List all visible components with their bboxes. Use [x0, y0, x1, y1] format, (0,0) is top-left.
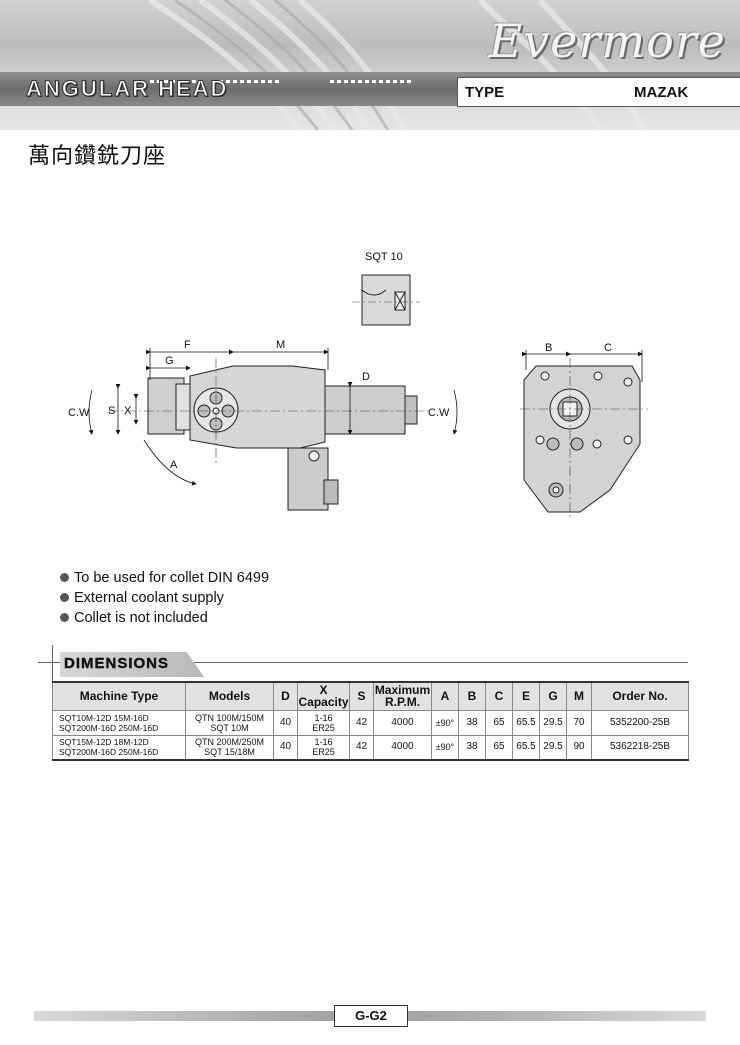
- dim-s-label: S: [108, 405, 115, 417]
- dim-g-label: G: [165, 355, 174, 367]
- page-number: G-G2: [334, 1005, 408, 1027]
- front-view: [523, 365, 641, 513]
- header-swirl-decoration: [148, 0, 648, 130]
- side-view: [147, 365, 418, 511]
- dots-decoration: [212, 70, 282, 83]
- cell-e: 65.5: [512, 734, 540, 761]
- col-order-no: Order No.: [591, 681, 689, 711]
- col-machine-type: Machine Type: [52, 681, 186, 711]
- cell-g: 29.5: [539, 734, 567, 761]
- dots-decoration: [330, 70, 414, 83]
- notes-list: To be used for collet DIN 6499 External …: [60, 568, 269, 628]
- type-label: TYPE: [465, 84, 505, 101]
- header-band: Evermore ANGULAR HEAD TYPE MAZAK: [0, 0, 740, 130]
- cw-left-label: C.W: [68, 407, 90, 419]
- bullet-icon: [60, 573, 69, 582]
- cell-b: 38: [458, 709, 486, 736]
- col-s: S: [349, 681, 374, 711]
- note-item: External coolant supply: [60, 588, 269, 608]
- dimensions-rule: [38, 662, 688, 663]
- bullet-icon: [60, 593, 69, 602]
- cell-e: 65.5: [512, 709, 540, 736]
- dim-c-label: C: [604, 342, 612, 354]
- cell-m: 70: [566, 709, 592, 736]
- cell-d: 40: [273, 709, 298, 736]
- note-item: To be used for collet DIN 6499: [60, 568, 269, 588]
- col-c: C: [485, 681, 513, 711]
- cell-c: 65: [485, 709, 513, 736]
- dim-m-label: M: [276, 339, 285, 351]
- cell-g: 29.5: [539, 709, 567, 736]
- cell-order-no: 5362218-25B: [591, 734, 689, 761]
- technical-drawing: SQT 10 F M G: [68, 251, 648, 520]
- dots-decoration: [150, 70, 206, 83]
- cell-b: 38: [458, 734, 486, 761]
- cell-rpm: 4000: [373, 734, 432, 761]
- cell-rpm: 4000: [373, 709, 432, 736]
- dimensions-rule: [52, 645, 53, 681]
- product-title: 萬向鑽銑刀座: [28, 144, 167, 169]
- cell-s: 42: [349, 734, 374, 761]
- dimensions-title: DIMENSIONS: [60, 652, 204, 677]
- dim-d-label: D: [362, 371, 370, 383]
- dim-f-label: F: [184, 339, 191, 351]
- top-view-shape: [361, 274, 411, 326]
- type-value: MAZAK: [634, 84, 689, 101]
- dim-a-label: A: [170, 459, 178, 471]
- brand-logo: Evermore: [488, 14, 726, 68]
- dim-b-label: B: [545, 342, 552, 354]
- top-view-label: SQT 10: [365, 251, 403, 263]
- note-item: Collet is not included: [60, 608, 269, 628]
- cw-right-label: C.W: [428, 407, 450, 419]
- cell-a: ±90°: [431, 709, 459, 736]
- col-m: M: [566, 681, 592, 711]
- col-b: B: [458, 681, 486, 711]
- cell-a: ±90°: [431, 734, 459, 761]
- cell-c: 65: [485, 734, 513, 761]
- dim-x-label: X: [124, 405, 132, 417]
- section-title: ANGULAR HEAD: [25, 76, 229, 102]
- cell-s: 42: [349, 709, 374, 736]
- col-d: D: [273, 681, 298, 711]
- cell-m: 90: [566, 734, 592, 761]
- col-models: Models: [185, 681, 274, 711]
- col-a: A: [431, 681, 459, 711]
- type-box: TYPE MAZAK: [457, 77, 740, 107]
- col-e: E: [512, 681, 540, 711]
- cell-d: 40: [273, 734, 298, 761]
- cell-order-no: 5352200-25B: [591, 709, 689, 736]
- col-g: G: [539, 681, 567, 711]
- bullet-icon: [60, 613, 69, 622]
